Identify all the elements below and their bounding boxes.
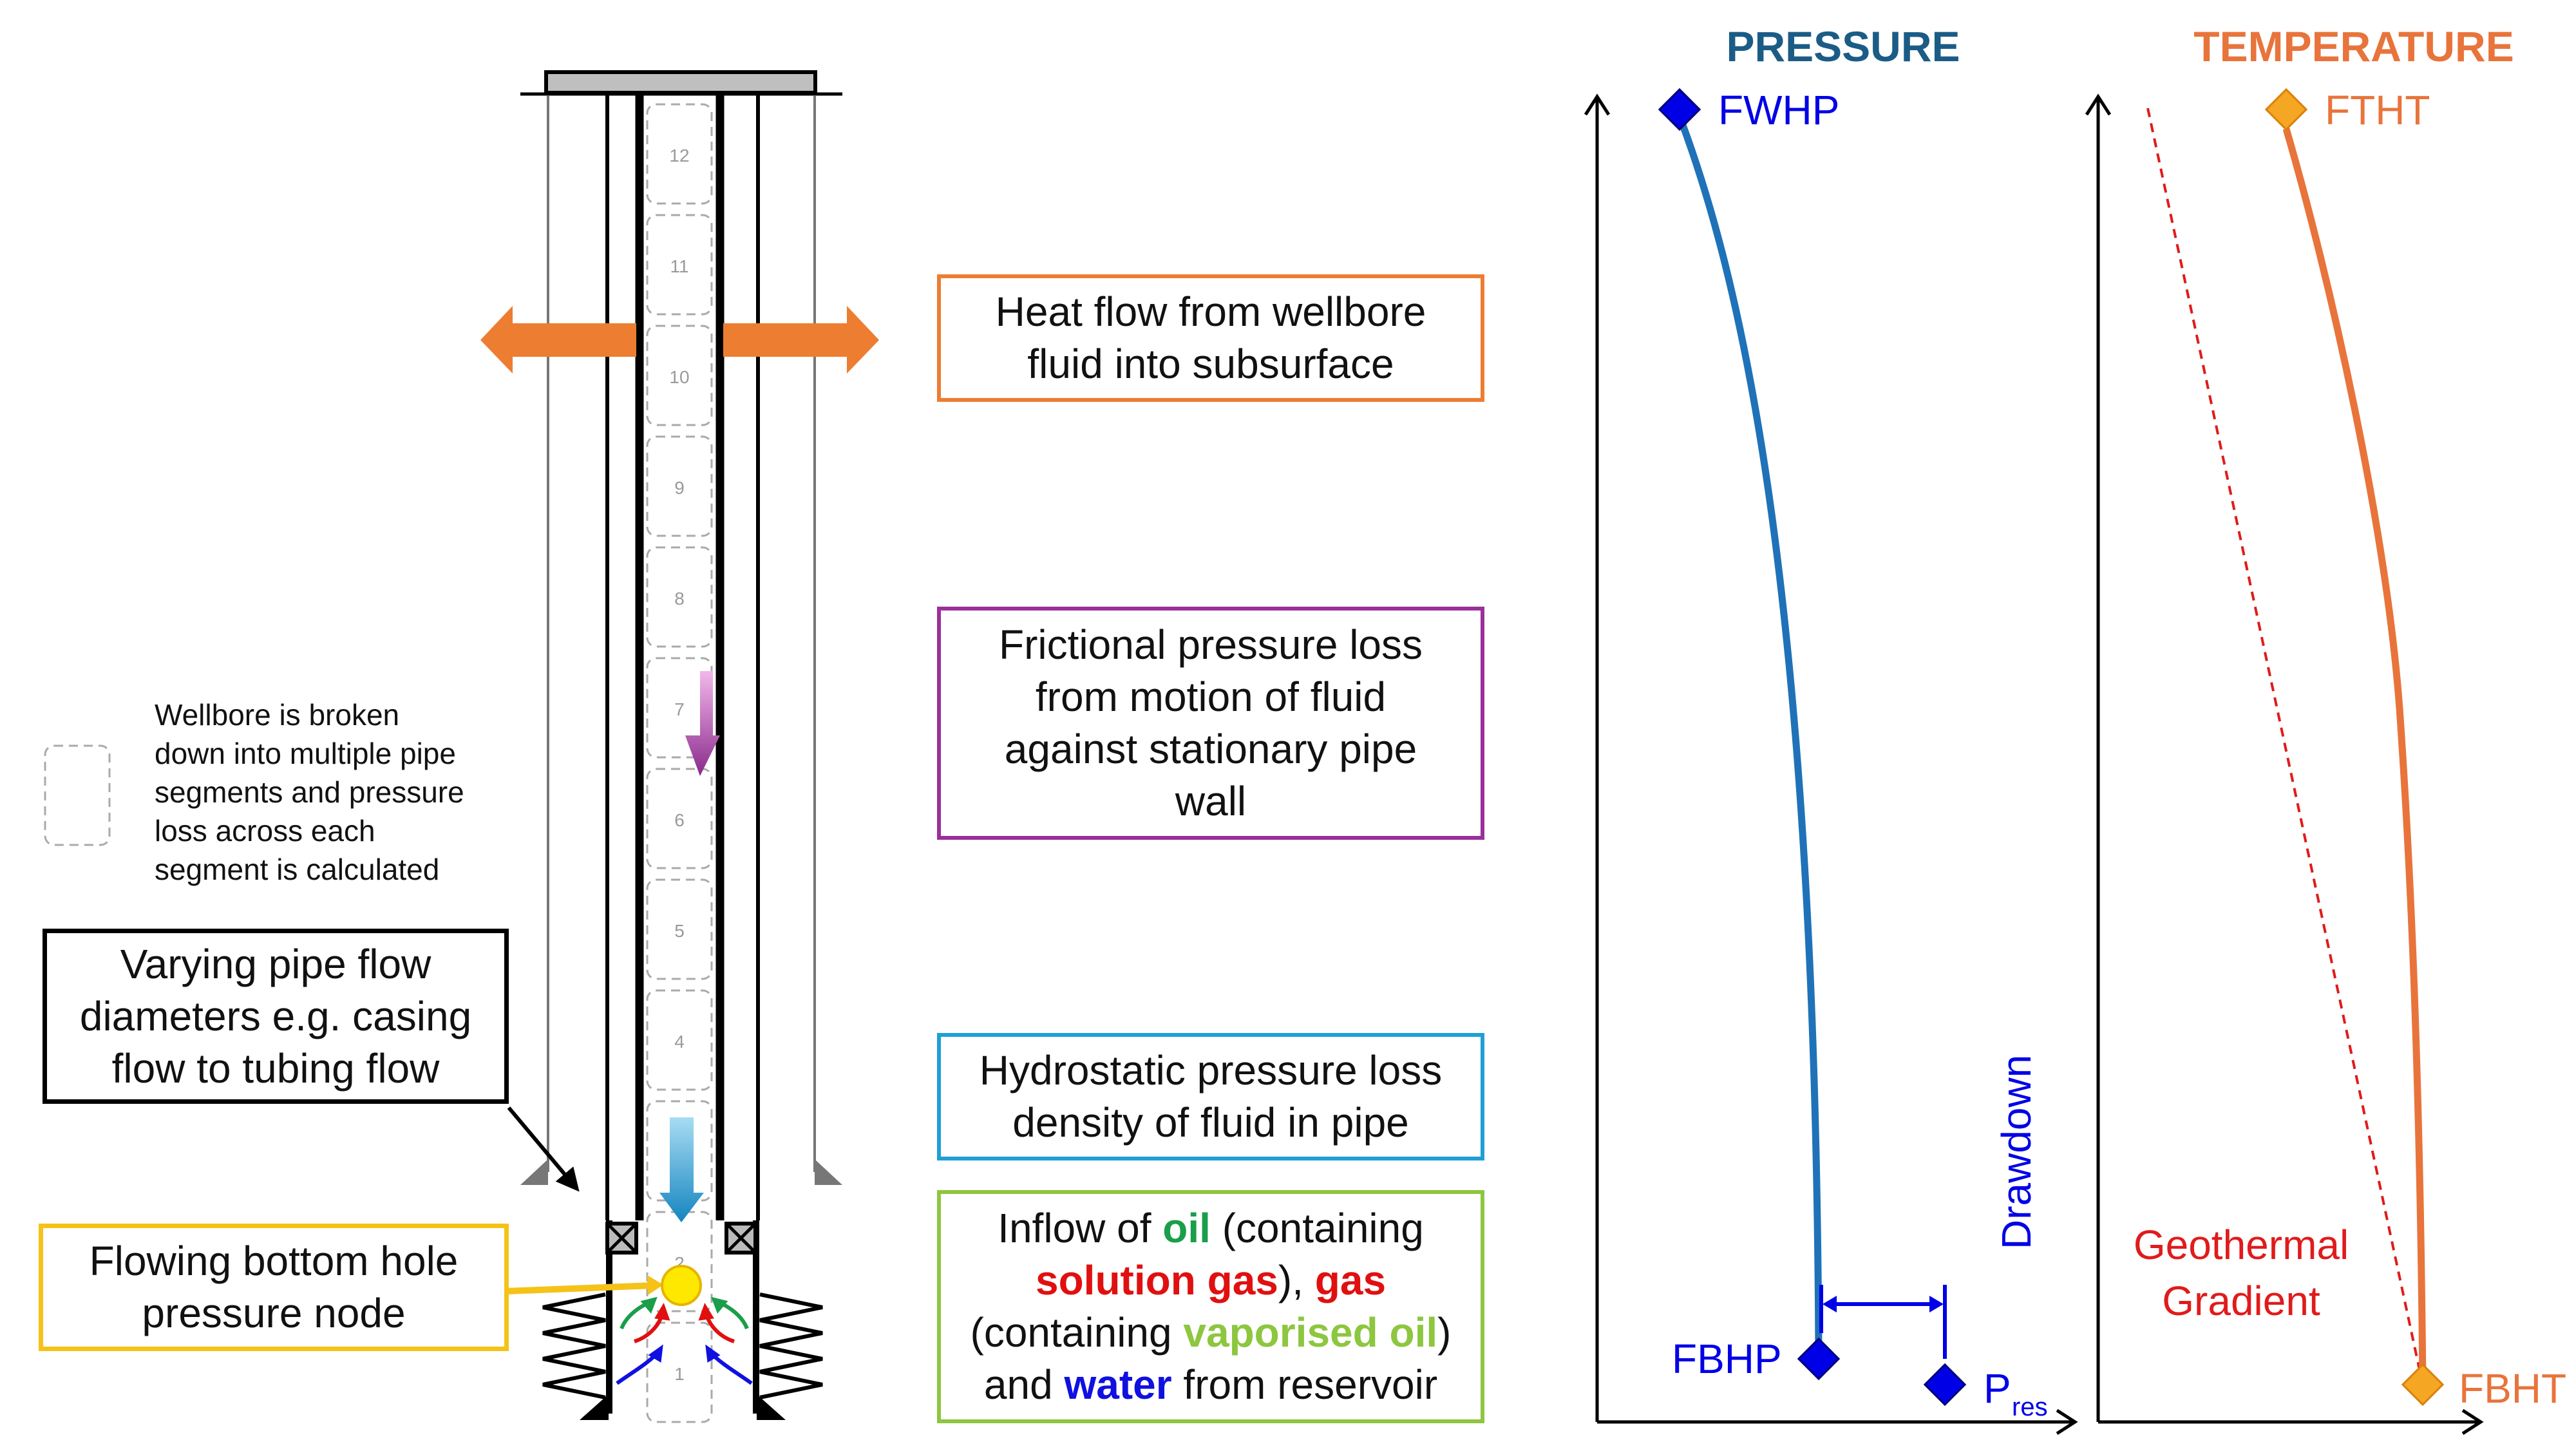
fbht-marker xyxy=(2401,1363,2445,1406)
fwhp-label: FWHP xyxy=(1718,87,1839,133)
wellhead xyxy=(520,70,842,96)
temperature-title: TEMPERATURE xyxy=(2193,23,2514,70)
oil-term: oil xyxy=(1162,1205,1211,1251)
pipe-segment-number: 8 xyxy=(674,589,685,609)
note-line: Wellbore is broken xyxy=(155,698,400,732)
hydrostatic-arrow-icon xyxy=(659,1117,704,1222)
temperature-curve xyxy=(2282,128,2427,1385)
box-line: Varying pipe flow xyxy=(120,940,431,987)
tubing xyxy=(635,95,724,1220)
fbhp-node-box: Flowing bottom hole pressure node xyxy=(39,1224,509,1351)
box-line: wall xyxy=(1175,778,1247,824)
inflow-box: Inflow of oil (containing solution gas),… xyxy=(937,1190,1484,1423)
drawdown-label: Drawdown xyxy=(1993,1055,2040,1249)
geothermal-gradient-line xyxy=(2146,108,2424,1385)
segment-legend-icon xyxy=(44,744,111,846)
pipe-segment-number: 5 xyxy=(674,921,685,941)
varying-diameter-box: Varying pipe flow diameters e.g. casing … xyxy=(43,929,509,1104)
inflow-line-1: Inflow of oil (containing xyxy=(998,1205,1424,1251)
ftht-marker xyxy=(2264,88,2308,131)
pipe-segment-number: 12 xyxy=(669,146,689,166)
pipe-segment xyxy=(646,214,713,316)
pipe-segment xyxy=(646,657,713,759)
box-line: diameters e.g. casing xyxy=(79,992,472,1039)
fbhp-label: FBHP xyxy=(1672,1336,1782,1382)
production-casing-bottom xyxy=(580,1220,786,1420)
note-line: segment is calculated xyxy=(155,853,440,886)
fbhp-node-icon xyxy=(661,1265,702,1306)
pres-marker xyxy=(1923,1363,1967,1406)
temperature-chart: TEMPERATURE FTHT FBHT Geothermal Gradien… xyxy=(2085,23,2566,1435)
intermediate-casing xyxy=(605,95,760,1220)
heat-flow-arrows xyxy=(480,306,879,374)
box-line: from motion of fluid xyxy=(1035,674,1387,720)
pipe-segment-number: 6 xyxy=(674,810,685,830)
varying-diameter-pointer xyxy=(507,1106,580,1192)
ftht-label: FTHT xyxy=(2325,87,2430,133)
perforations-left xyxy=(542,1293,606,1399)
note-line: down into multiple pipe xyxy=(155,737,456,770)
box-line: pressure node xyxy=(142,1290,406,1336)
pipe-segment xyxy=(646,768,713,869)
pressure-curve xyxy=(1673,108,1823,1359)
pipe-segment-number: 9 xyxy=(674,478,685,498)
pressure-title: PRESSURE xyxy=(1726,23,1960,70)
outer-casing xyxy=(520,95,842,1185)
solution-gas-term: solution gas xyxy=(1035,1257,1278,1303)
box-line: against stationary pipe xyxy=(1004,726,1417,772)
box-line: flow to tubing flow xyxy=(111,1045,440,1092)
pipe-segment-number: 10 xyxy=(669,367,689,387)
pipe-segment xyxy=(646,1321,713,1423)
pipe-segment xyxy=(646,878,713,980)
perforations-right xyxy=(759,1293,823,1399)
pres-subscript: res xyxy=(2012,1393,2048,1421)
pipe-segment-number: 4 xyxy=(674,1032,685,1052)
box-line: density of fluid in pipe xyxy=(1012,1099,1409,1146)
geothermal-label-line1: Geothermal xyxy=(2134,1222,2349,1268)
heat-flow-box: Heat flow from wellbore fluid into subsu… xyxy=(937,274,1484,402)
pipe-segment-number: 7 xyxy=(674,699,685,719)
pipe-segment xyxy=(646,989,713,1091)
packers xyxy=(605,1222,757,1255)
geothermal-label-line2: Gradient xyxy=(2162,1278,2320,1324)
heat-flow-arrow-right xyxy=(723,306,879,374)
fbhp-node-connector xyxy=(506,1275,663,1295)
fbht-label: FBHT xyxy=(2459,1365,2566,1412)
inflow-line-2: solution gas), gas xyxy=(1035,1257,1387,1303)
note-line: segments and pressure xyxy=(155,775,464,809)
pipe-segment xyxy=(646,103,713,205)
pipe-segment xyxy=(646,435,713,537)
water-term: water xyxy=(1064,1361,1172,1408)
friction-arrow-icon xyxy=(685,671,720,776)
box-line: Hydrostatic pressure loss xyxy=(979,1047,1443,1094)
fwhp-marker xyxy=(1658,88,1701,131)
pipe-segment xyxy=(646,546,713,648)
friction-arrow xyxy=(685,671,720,776)
fbhp-marker xyxy=(1797,1337,1841,1381)
vaporised-oil-term: vaporised oil xyxy=(1183,1309,1438,1356)
inflow-line-4: and water from reservoir xyxy=(983,1361,1438,1408)
drawdown-bracket xyxy=(1819,1285,1947,1359)
frictional-loss-box: Frictional pressure loss from motion of … xyxy=(937,607,1484,840)
box-line: Heat flow from wellbore xyxy=(995,289,1426,335)
hydrostatic-loss-box: Hydrostatic pressure loss density of flu… xyxy=(937,1033,1484,1160)
pipe-segment-number: 1 xyxy=(674,1364,685,1384)
gas-term: gas xyxy=(1314,1257,1387,1303)
box-line: fluid into subsurface xyxy=(1027,341,1394,387)
note-line: loss across each xyxy=(155,814,375,848)
hydrostatic-arrow xyxy=(659,1117,704,1222)
pressure-chart: Drawdown PRESSURE FWHP FBHP P res xyxy=(1584,23,2078,1435)
box-line: Flowing bottom hole xyxy=(89,1238,459,1284)
pipe-segment xyxy=(646,325,713,426)
pres-label: P xyxy=(1984,1365,2011,1412)
pipe-segments: 121110987654321 xyxy=(646,103,713,1423)
heat-flow-arrow-left xyxy=(480,306,636,374)
segment-note: Wellbore is broken down into multiple pi… xyxy=(155,696,515,889)
pipe-segment-number: 11 xyxy=(670,256,688,276)
inflow-arrows xyxy=(616,1296,753,1385)
inflow-line-3: (containing vaporised oil) xyxy=(970,1309,1452,1356)
box-line: Frictional pressure loss xyxy=(999,621,1423,668)
